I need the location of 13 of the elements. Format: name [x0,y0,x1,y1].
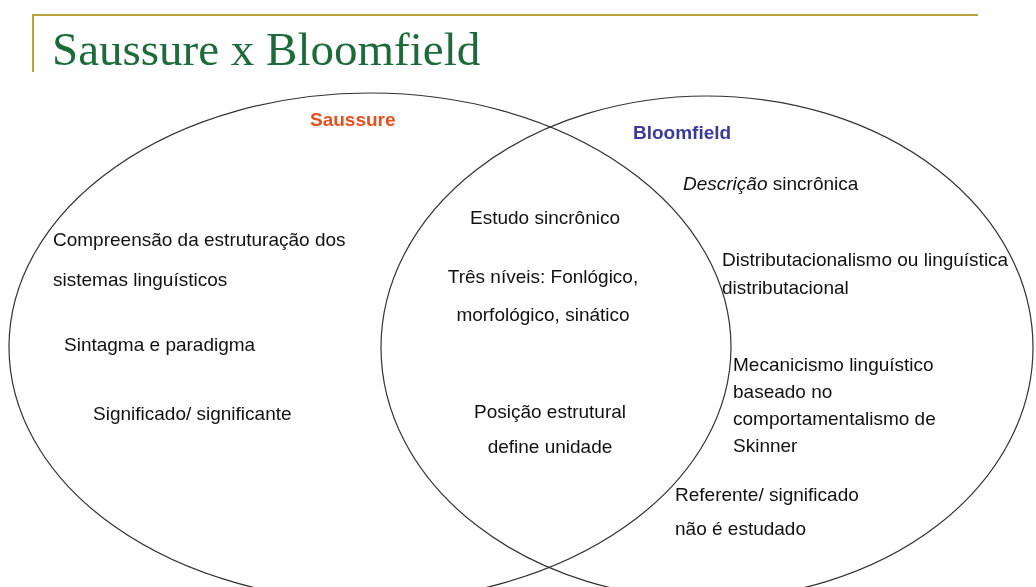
set-item: Compreensão da estruturação dos sistemas linguísticos [53,228,347,292]
set-heading: Bloomfield [633,121,733,145]
set-item: Mecanicismo linguístico baseado no comportamentalismo de Skinner [733,353,937,458]
set-heading: Saussure [310,108,397,132]
set-item: Sintagma e paradigma [64,333,257,357]
shared-item: Três níveis: Fonlógico, morfológico, sinático [446,265,640,327]
title: Saussure x Bloomfield [52,22,481,76]
shared-item: Posição estrutural define unidade [472,400,628,459]
set-item: Distributacionalismo ou linguística distributacional [722,248,1010,300]
set-item: Significado/ significante [93,402,293,426]
set-item: Descrição sincrônica [683,172,860,196]
set-item: Referente/ significado não é estudado [675,483,860,541]
shared-item: Estudo sincrônico [469,206,621,230]
